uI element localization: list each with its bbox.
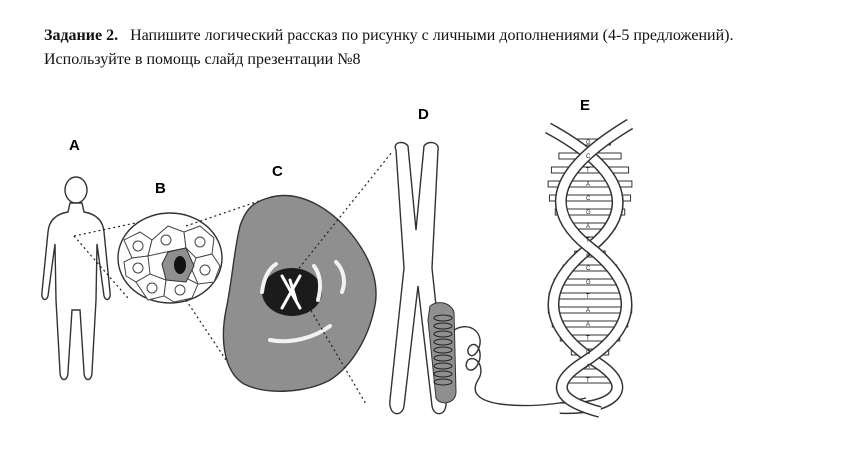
zoom-lines-b-c (185, 199, 263, 361)
label-e: E (580, 97, 590, 114)
dna-base-pair (550, 166, 630, 174)
label-b: B (155, 180, 166, 197)
label-c: C (272, 163, 283, 180)
dna-base-letter: A (586, 308, 590, 314)
dna-base-letter: C (586, 154, 591, 160)
dna-base-letter: T (586, 336, 590, 342)
dna-base-letter: T (586, 378, 590, 384)
dna-base-pair (548, 292, 632, 300)
zoom-lines-c-d (295, 151, 393, 405)
dna-base-letter: C (586, 266, 591, 272)
label-d: D (418, 106, 429, 123)
dna-base-pair (567, 376, 613, 384)
dna-base-letter: C (586, 196, 591, 202)
task-instruction: Напишите логический рассказ по рисунку с… (130, 27, 734, 44)
dna-base-letter: A (586, 364, 590, 370)
dna-base-letter: G (586, 280, 591, 286)
dna-base-pair (548, 194, 632, 202)
dna-base-letter: C (586, 350, 591, 356)
dna-base-pair (554, 208, 626, 216)
dna-base-letter: A (586, 322, 590, 328)
human-body-illustration (41, 176, 111, 381)
dna-base-letter: T (586, 238, 590, 244)
chromosome-illustration (389, 141, 587, 415)
zoom-lines-a-b (73, 221, 141, 299)
dna-base-letter: G (586, 140, 591, 146)
dna-helix-illustration: G C T A C G A T A C G T A A T C A T (545, 118, 634, 418)
dna-base-letter: A (586, 224, 590, 230)
cell-illustration (222, 194, 377, 392)
dna-base-pair (547, 180, 633, 188)
dna-base-letter: A (586, 252, 590, 258)
dna-base-letter: G (586, 210, 591, 216)
dna-base-letter: T (586, 294, 590, 300)
task-text: Задание 2. Напишите логический рассказ п… (44, 24, 834, 72)
task-hint: Используйте в помощь слайд презентации №… (44, 51, 361, 68)
tissue-cells-illustration (117, 212, 223, 304)
dna-base-letter: T (586, 168, 590, 174)
label-a: A (69, 137, 80, 154)
task-title: Задание 2. (44, 27, 119, 44)
dna-base-letter: A (586, 182, 590, 188)
